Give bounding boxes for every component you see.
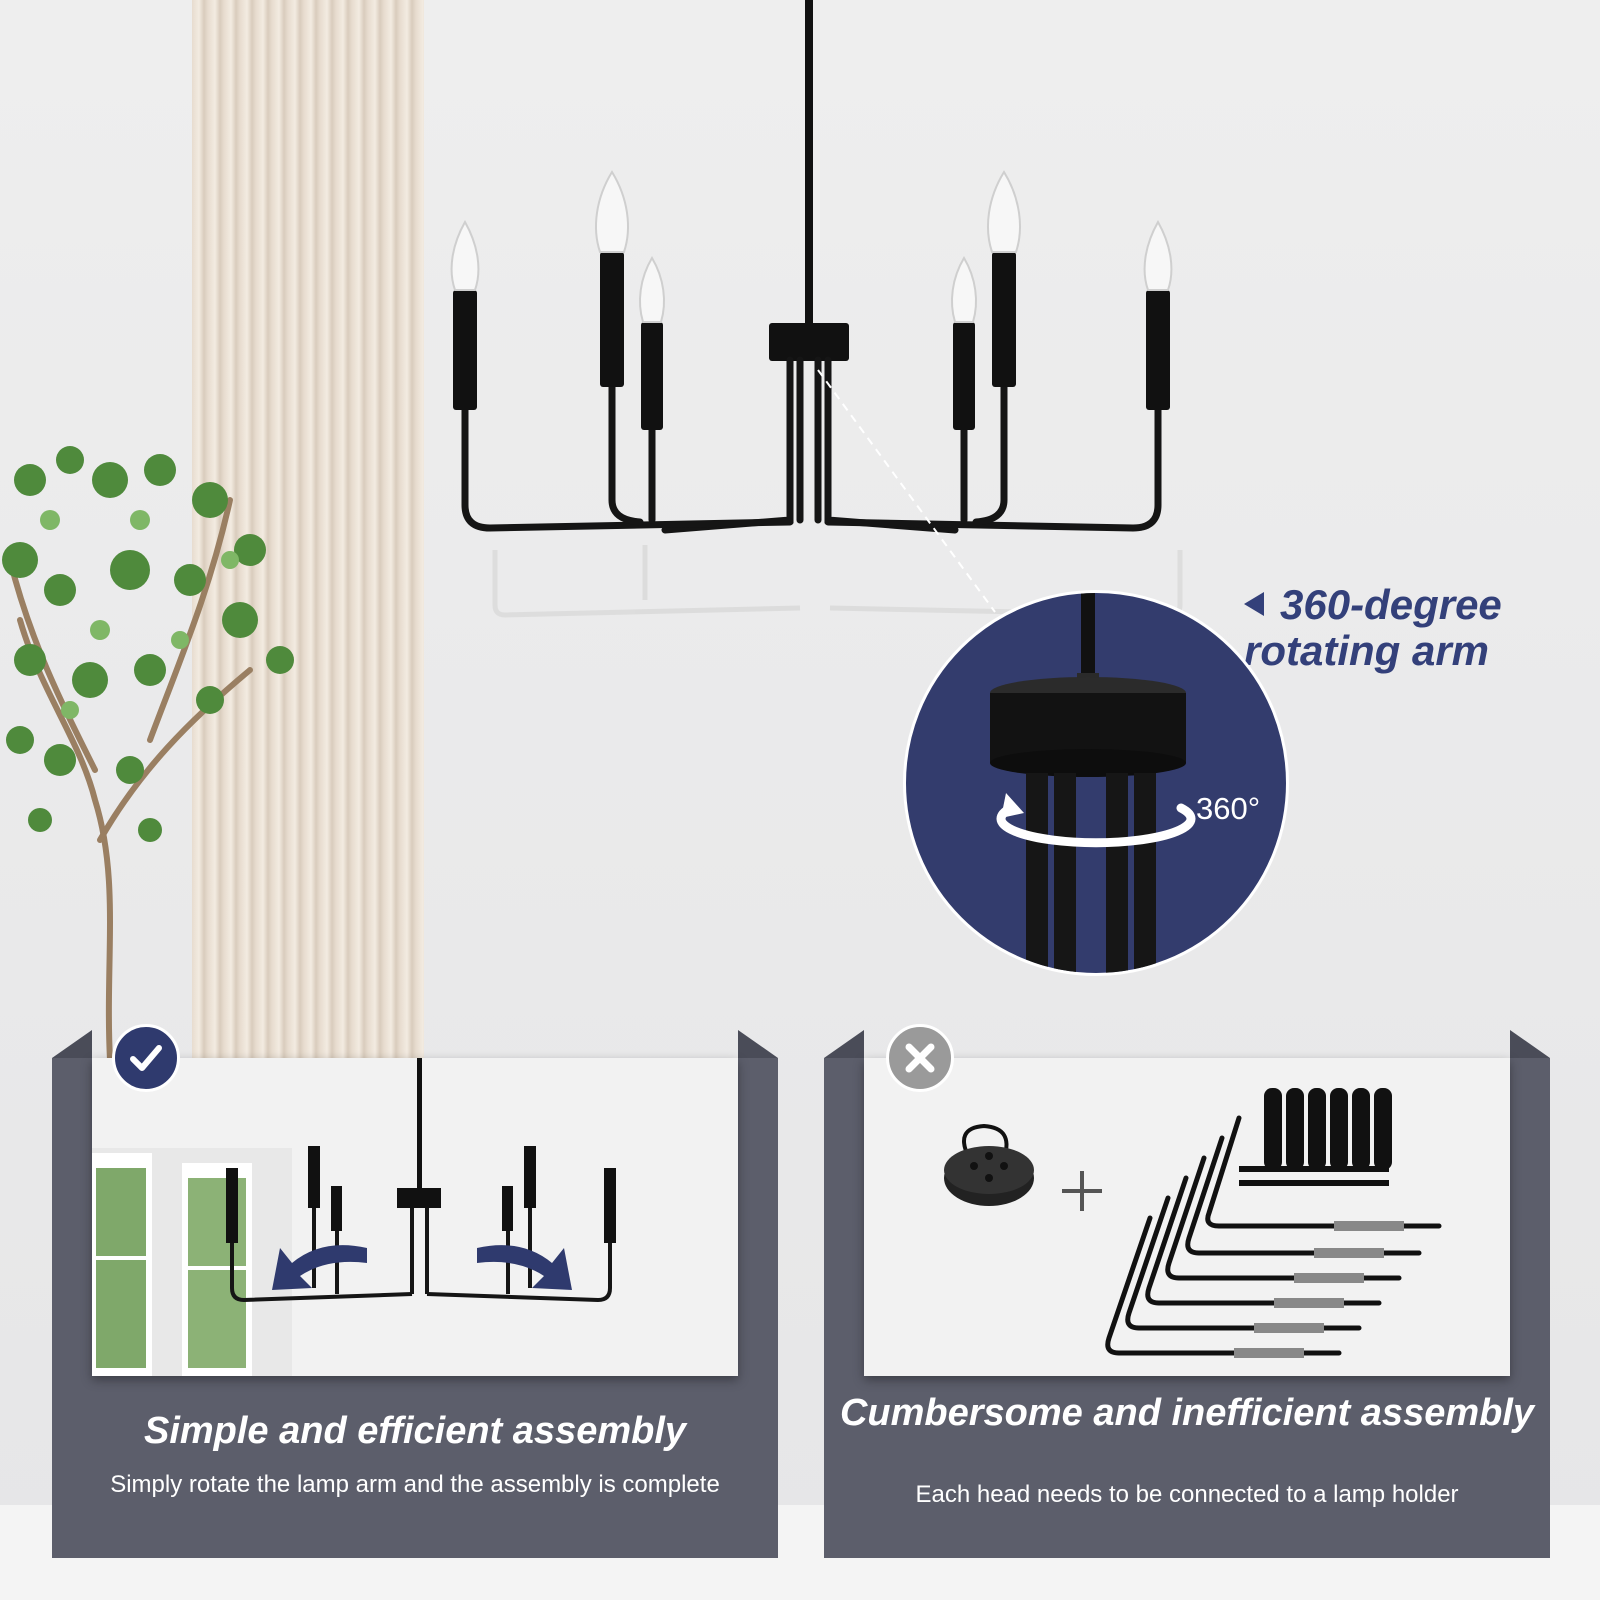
loose-parts-illustration [864, 1058, 1510, 1376]
card-fold [824, 1030, 864, 1058]
bad-card-title: Cumbersome and inefficient assembly [839, 1392, 1535, 1434]
hub-closeup-illustration [990, 593, 1196, 973]
card-fold [52, 1030, 92, 1058]
callout-line-1: 360-degree [1280, 581, 1502, 628]
wood-slat-panel [192, 0, 424, 1060]
callout-line-2: rotating arm [1244, 627, 1490, 674]
degree-label: 360° [1196, 791, 1261, 826]
callout-pointer-icon [1244, 592, 1264, 616]
card-fold [738, 1030, 778, 1058]
bad-card-description: Each head needs to be connected to a lam… [915, 1481, 1459, 1508]
card-fold [1510, 1030, 1550, 1058]
rotation-zoom-detail: 360° [903, 590, 1289, 976]
good-card-description: Simply rotate the lamp arm and the assem… [110, 1471, 720, 1498]
rotating-arm-callout: 360-degree rotating arm [1244, 582, 1584, 674]
plant-illustration [2, 446, 294, 1060]
checkmark-icon [112, 1024, 180, 1092]
parts-photo [864, 1058, 1510, 1376]
good-card-title: Simple and efficient assembly [143, 1410, 687, 1452]
rotating-arms-illustration [92, 1058, 738, 1376]
chandelier-illustration [450, 0, 1183, 618]
x-mark-icon [886, 1024, 954, 1092]
simple-assembly-card: Simple and efficient assembly Simply rot… [52, 1030, 778, 1558]
rotation-photo [92, 1058, 738, 1376]
cumbersome-assembly-card: Cumbersome and inefficient assembly Each… [824, 1030, 1550, 1558]
